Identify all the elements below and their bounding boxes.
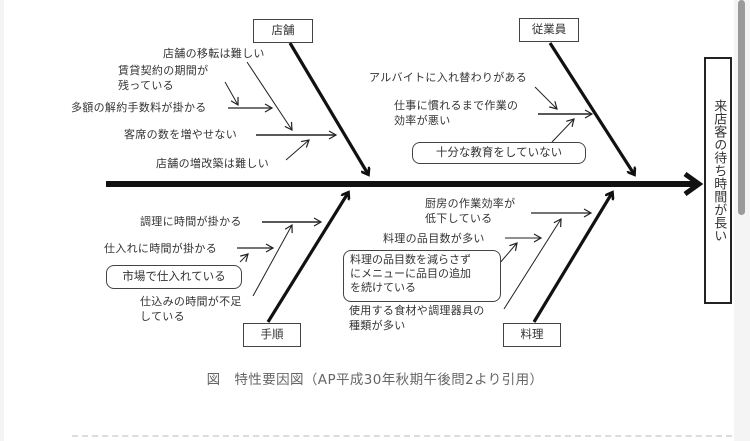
arrow-lease xyxy=(224,81,239,107)
cause-prep-line1: 仕込みの時間が不足 xyxy=(140,295,242,308)
arrow-market xyxy=(239,253,249,263)
category-staff: 従業員 xyxy=(519,18,579,42)
cause-menu-line3: を続けている xyxy=(350,281,416,294)
cause-renovation: 店舗の増改築は難しい xyxy=(156,157,269,170)
cause-kitchen-line2: 低下している xyxy=(425,212,493,225)
fishbone-lines xyxy=(106,42,750,323)
cause-purchasing: 仕入れに時間が掛かる xyxy=(104,242,217,255)
cause-tools-line1: 使用する食材や調理器具の xyxy=(349,304,485,317)
cause-items: 料理の品目数が多い xyxy=(383,232,485,245)
cause-efficiency-line1: 仕事に慣れるまで作業の xyxy=(394,99,519,112)
cause-tools-line2: 種類が多い xyxy=(349,319,406,332)
cause-seats: 客席の数を増やせない xyxy=(124,128,237,141)
arrow-tools xyxy=(503,217,562,310)
cause-cooking: 調理に時間が掛かる xyxy=(140,215,242,228)
cause-relocation: 店舗の移転は難しい xyxy=(163,47,265,60)
scrollbar-thumb[interactable] xyxy=(738,0,745,215)
cause-prep-line2: している xyxy=(140,310,185,323)
arrow-menu xyxy=(498,242,518,265)
bone-procedure xyxy=(266,193,348,323)
category-procedure: 手順 xyxy=(243,323,301,347)
root-cause-menu: 料理の品目数を減らさず にメニューに品目の追加 を続けている xyxy=(343,250,501,302)
cause-lease-line2: 残っている xyxy=(118,79,174,92)
cause-turnover: アルバイトに入れ替わりがある xyxy=(369,71,528,84)
figure-caption: 図 特性要因図（AP平成30年秋期午後問2より引用） xyxy=(206,372,544,388)
effect-box: 来店客の待ち時間が長い xyxy=(704,57,732,304)
bone-staff xyxy=(548,42,634,174)
dashed-divider xyxy=(72,435,742,437)
cause-menu-line2: にメニューに品目の追加 xyxy=(350,267,471,280)
root-cause-training: 十分な教育をしていない xyxy=(412,142,586,164)
arrow-prep xyxy=(252,223,293,297)
root-cause-market: 市場で仕入れている xyxy=(106,265,242,289)
cause-efficiency-line2: 効率が悪い xyxy=(394,114,451,127)
fishbone-diagram: 店舗 従業員 手順 料理 店舗の移転は難しい 賃貸契約の期間が 残っている 多額… xyxy=(71,18,750,347)
bone-store xyxy=(288,42,368,174)
category-cuisine: 料理 xyxy=(503,323,561,347)
arrow-turnover xyxy=(534,86,558,110)
arrow-training xyxy=(551,118,575,143)
bone-cuisine xyxy=(532,193,612,323)
arrow-renovation xyxy=(285,139,310,161)
cause-lease-line1: 賃貸契約の期間が xyxy=(118,64,209,77)
arrow-relocation xyxy=(246,61,293,132)
page-background xyxy=(4,0,734,441)
cause-menu-line1: 料理の品目数を減らさず xyxy=(350,253,471,266)
cause-fee: 多額の解約手数料が掛かる xyxy=(71,101,207,114)
cause-kitchen-line1: 厨房の作業効率が xyxy=(425,197,516,210)
category-store: 店舗 xyxy=(253,19,313,43)
